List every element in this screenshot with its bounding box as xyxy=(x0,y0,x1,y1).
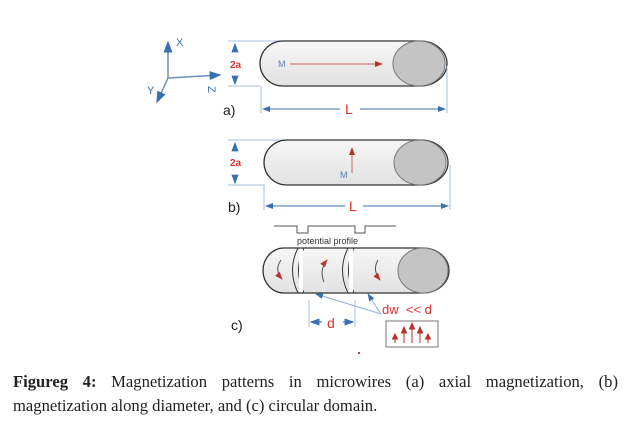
potential-profile-line xyxy=(274,225,396,234)
panel-b: 2a M L b) xyxy=(228,139,451,215)
dw-relation-label: dw << d xyxy=(382,302,432,317)
circular-domain-arrow-up xyxy=(320,259,328,283)
moments-inset xyxy=(391,321,432,343)
magnetization-label: M xyxy=(340,170,348,180)
domain-wall xyxy=(342,247,349,294)
potential-profile-label: potential profile xyxy=(297,236,358,246)
panel-a-label: a) xyxy=(223,102,235,118)
z-axis-label: Z xyxy=(205,86,217,93)
domain-spacing-label: d xyxy=(327,315,335,331)
panel-a: 2a M L a) xyxy=(223,40,448,118)
wire-end-cap xyxy=(392,40,446,87)
magnetization-label: M xyxy=(278,59,286,69)
caption-text: Magnetization patterns in microwires (a)… xyxy=(13,372,618,415)
panel-b-label: b) xyxy=(228,199,240,215)
panel-c: potential profile d dw << d c) xyxy=(231,225,450,354)
length-label: L xyxy=(349,198,357,214)
domain-wall xyxy=(292,247,299,294)
z-axis-arrow xyxy=(167,71,222,81)
y-axis-label: Y xyxy=(147,85,155,97)
panel-c-label: c) xyxy=(231,317,243,333)
circular-domain-arrow-down xyxy=(373,259,381,281)
circular-domain-arrow-down xyxy=(275,259,283,280)
y-axis-arrow xyxy=(156,77,169,104)
caption-label: Figureg 4: xyxy=(13,372,97,391)
x-axis-label: X xyxy=(176,37,184,49)
figure: X Y Z 2a M L a) 2a M L b) xyxy=(147,37,451,354)
length-label: L xyxy=(345,101,353,117)
diameter-label: 2a xyxy=(230,158,242,169)
coordinate-axes: X Y Z xyxy=(147,37,222,104)
wall-pointer xyxy=(315,293,382,315)
figure-caption: Figureg 4: Magnetization patterns in mic… xyxy=(13,370,618,418)
wall-pointer xyxy=(367,293,382,315)
wire-end-cap xyxy=(393,139,447,186)
wire-end-cap xyxy=(397,247,449,294)
diameter-label: 2a xyxy=(230,60,242,71)
